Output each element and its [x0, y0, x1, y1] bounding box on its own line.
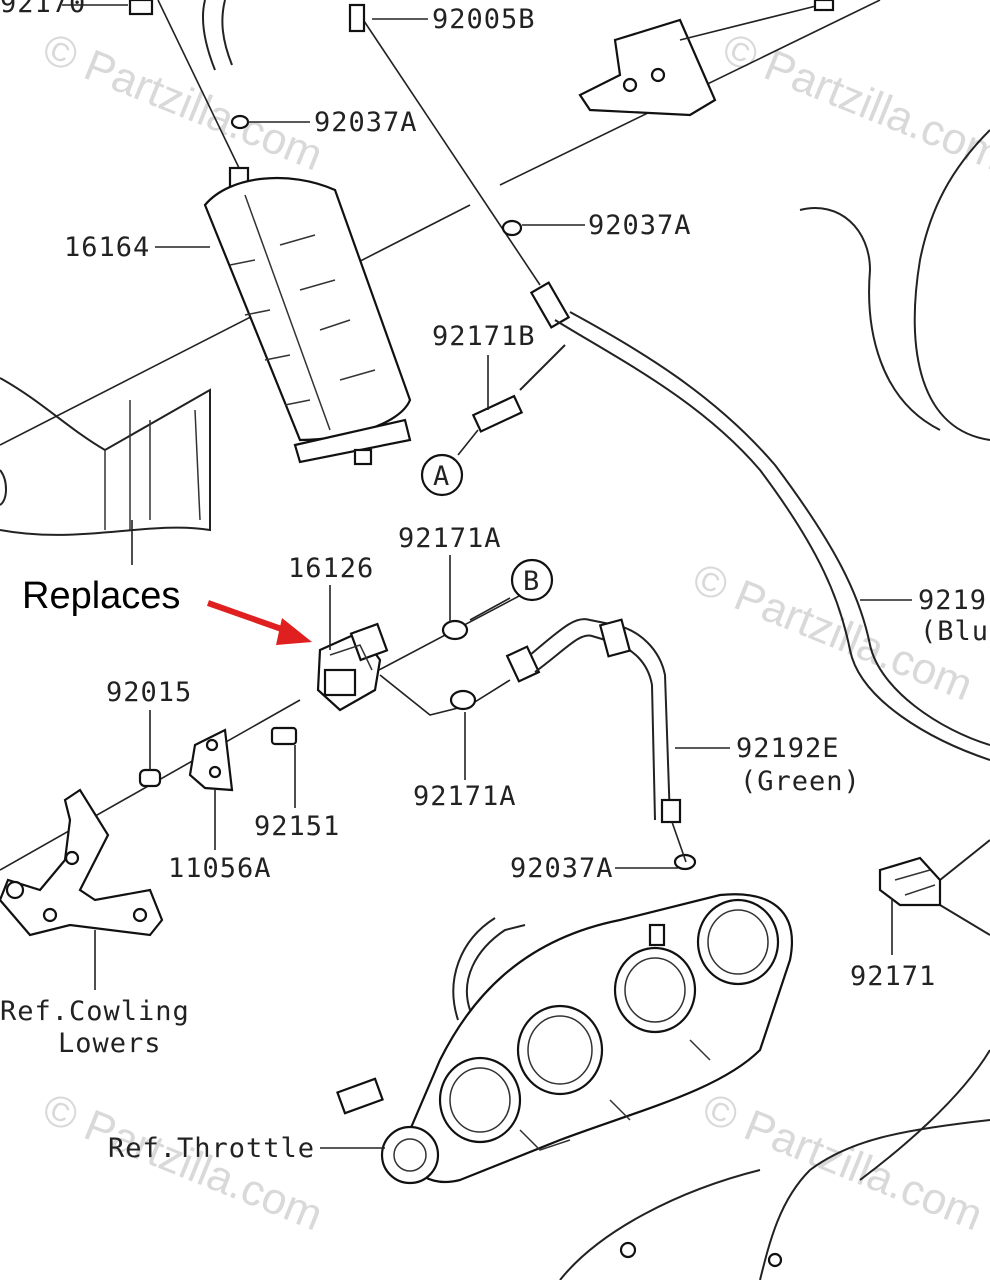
circle-label-A: A: [433, 461, 450, 492]
label-92037A-mid: 92037A: [588, 210, 692, 241]
replaces-annotation: Replaces: [22, 575, 312, 645]
cowling-panel: [0, 377, 211, 565]
cowling-lower-bracket: [0, 788, 164, 937]
hose-92192E-green: [505, 618, 687, 863]
label-9219-blue: 9219: [918, 585, 987, 616]
label-92171: 92171: [850, 961, 936, 992]
label-92171A-bottom: 92171A: [413, 781, 517, 812]
label-92151: 92151: [254, 811, 340, 842]
label-92005B: 92005B: [432, 4, 536, 35]
frame-right: [559, 129, 990, 1280]
label-16164: 16164: [64, 232, 150, 263]
throttle-body-assembly: [336, 893, 793, 1185]
replaces-text: Replaces: [22, 575, 180, 617]
label-11056A: 11056A: [168, 853, 272, 884]
label-92192E: 92192E: [736, 733, 840, 764]
label-92192E-color: (Green): [740, 766, 861, 797]
red-arrow-shaft: [206, 600, 292, 635]
clamps: [230, 114, 697, 871]
sensor-16126: [316, 622, 389, 712]
watermark: © Partzilla.com: [36, 24, 329, 180]
watermark: © Partzilla.com: [716, 24, 990, 180]
label-16126: 16126: [288, 553, 374, 584]
circle-markers: [420, 453, 554, 602]
bracket-top-right: [578, 0, 835, 117]
label-92015: 92015: [106, 677, 192, 708]
red-arrow-head-icon: [276, 618, 312, 645]
canister-16164: [203, 166, 412, 466]
label-ref-throttle: Ref.Throttle: [108, 1133, 315, 1164]
label-92170: 92170: [0, 0, 86, 19]
label-9219-color: (Blu: [920, 616, 989, 647]
part-labels: 92170 92005B 92037A 92037A 16164 92171B …: [0, 0, 989, 1164]
label-92171B: 92171B: [432, 321, 536, 352]
label-92037A-top: 92037A: [314, 107, 418, 138]
leader-lines: [62, 4, 912, 1149]
hose-9219-blue: [471, 281, 990, 761]
label-92037A-bottom: 92037A: [510, 853, 614, 884]
small-hardware: [138, 726, 298, 792]
label-ref-cowling: Ref.Cowling: [0, 996, 190, 1027]
circle-label-B: B: [523, 566, 540, 597]
top-hose: [128, 0, 366, 71]
clamp-92171: [878, 856, 942, 907]
label-ref-cowling-lowers: Lowers: [58, 1028, 162, 1059]
label-92171A-top: 92171A: [398, 523, 502, 554]
